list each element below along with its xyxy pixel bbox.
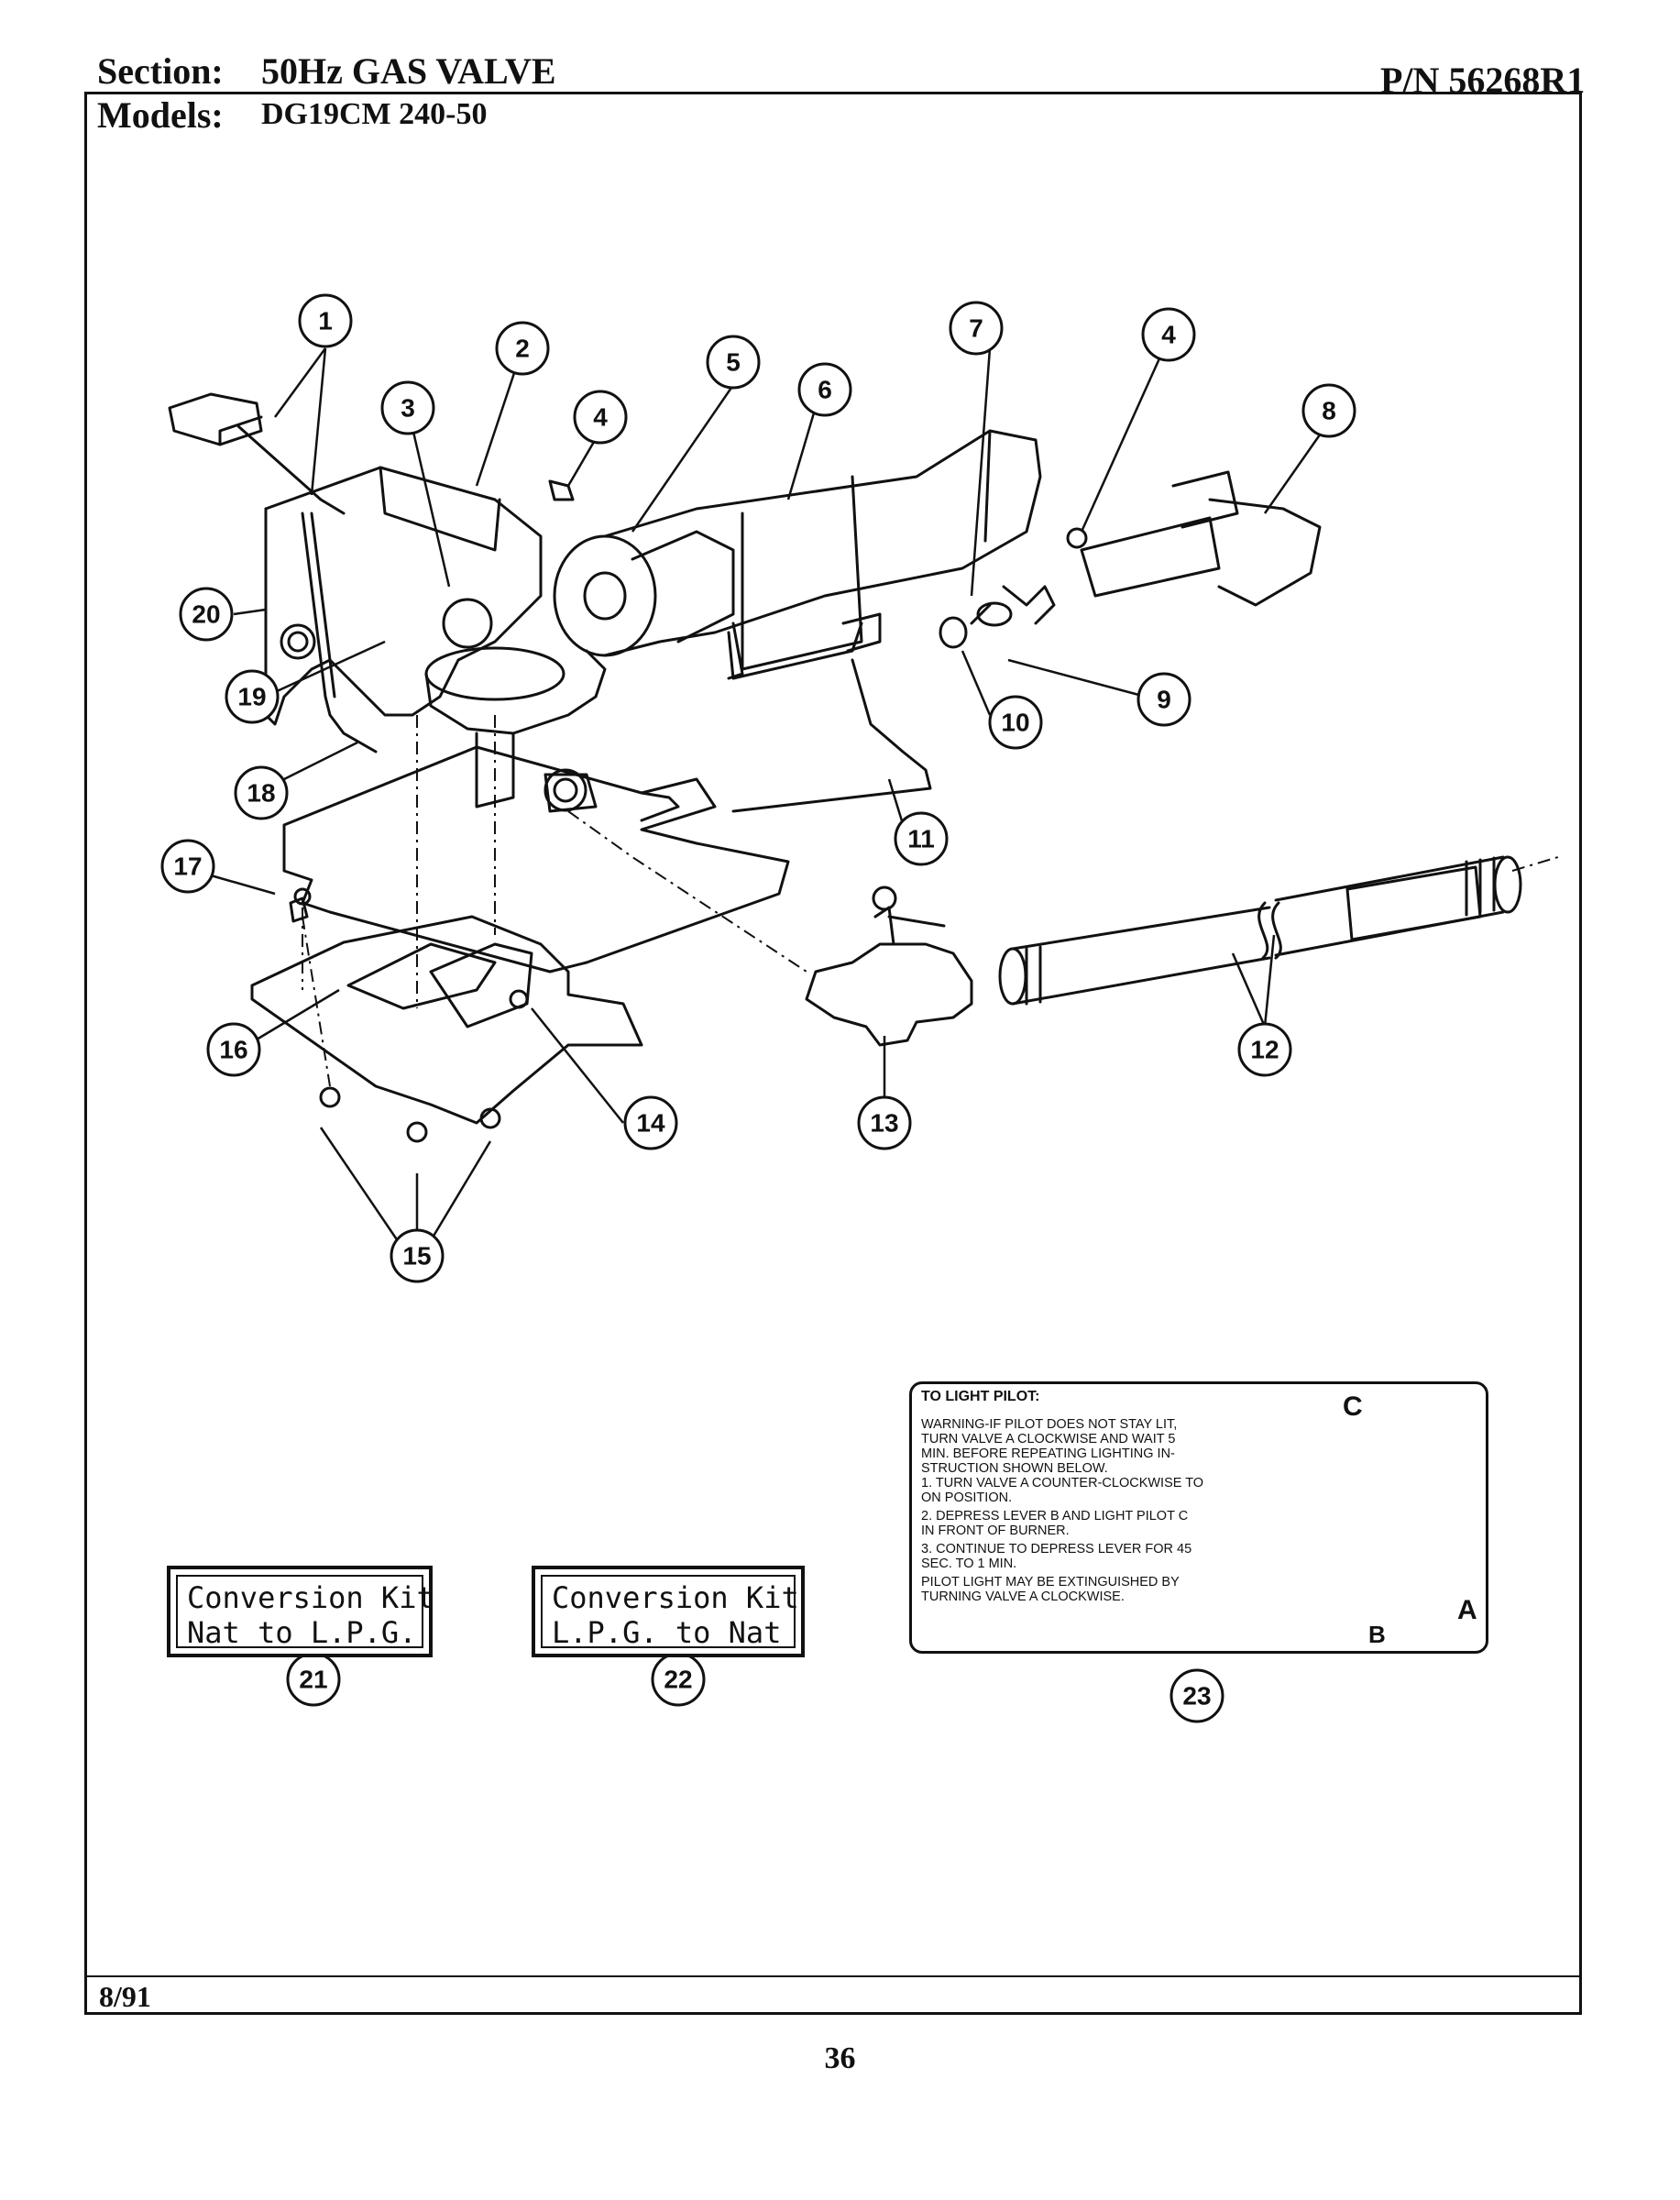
decal-step-1: 1. TURN VALVE A COUNTER-CLOCKWISE TO <box>921 1476 1204 1490</box>
decal-label-b: B <box>1368 1621 1386 1648</box>
callout-18: 18 <box>247 779 275 808</box>
callout-6: 6 <box>818 376 832 404</box>
conversion-kit-lpg-to-nat: Conversion Kit L.P.G. to Nat <box>532 1566 805 1657</box>
callout-14: 14 <box>636 1109 665 1138</box>
callout-21: 21 <box>299 1666 327 1694</box>
callout-3: 3 <box>401 394 415 423</box>
callout-19: 19 <box>237 683 266 711</box>
decal-text: TO LIGHT PILOT: WARNING-IF PILOT DOES NO… <box>921 1389 1279 1605</box>
decal-warning-line: WARNING-IF PILOT DOES NOT STAY LIT, <box>921 1417 1178 1432</box>
drawing-frame <box>84 92 1582 2015</box>
callout-1: 1 <box>318 307 333 336</box>
decal-step-2: 2. DEPRESS LEVER B AND LIGHT PILOT C <box>921 1509 1189 1524</box>
kit-line-1: Conversion Kit <box>187 1580 434 1615</box>
thermocouple <box>301 512 378 754</box>
section-value: 50Hz GAS VALVE <box>261 50 556 92</box>
lower-plate <box>250 915 643 1125</box>
page-number: 36 <box>824 2041 856 2075</box>
callout-10: 10 <box>1001 709 1029 737</box>
kit-line-2: Nat to L.P.G. <box>187 1615 417 1650</box>
decal-label-c: C <box>1343 1392 1363 1422</box>
decal-warning-line: TURN VALVE A CLOCKWISE AND WAIT 5 <box>921 1432 1176 1446</box>
callout-7: 7 <box>969 314 983 343</box>
kit-line-1: Conversion Kit <box>552 1580 799 1615</box>
callout-16: 16 <box>219 1036 247 1064</box>
kit-line-2: L.P.G. to Nat <box>552 1615 782 1650</box>
decal-warning-line: MIN. BEFORE REPEATING LIGHTING IN- <box>921 1446 1175 1461</box>
burner-tube <box>603 429 1042 657</box>
decal-step-1: ON POSITION. <box>921 1490 1013 1505</box>
decal-step-2: IN FRONT OF BURNER. <box>921 1524 1070 1538</box>
callout-5: 5 <box>726 348 741 377</box>
revision-date: 8/91 <box>99 1980 151 2013</box>
decal-title: TO LIGHT PILOT: <box>921 1389 1040 1404</box>
pilot-bracket <box>1080 516 1221 598</box>
conversion-kit-nat-to-lpg: Conversion Kit Nat to L.P.G. <box>167 1566 434 1657</box>
decal-step-3: SEC. TO 1 MIN. <box>921 1556 1017 1571</box>
callout-9: 9 <box>1157 686 1171 714</box>
inlet-pipe <box>1011 906 1271 1006</box>
decal-warning-line: STRUCTION SHOWN BELOW. <box>921 1461 1108 1476</box>
section-label: Section: <box>97 50 224 92</box>
decal-step-3: 3. CONTINUE TO DEPRESS LEVER FOR 45 <box>921 1542 1192 1556</box>
lighting-instruction-decal: TO LIGHT PILOT: WARNING-IF PILOT DOES NO… <box>909 1381 1488 1654</box>
callout-17: 17 <box>173 852 202 881</box>
callout-8: 8 <box>1322 397 1336 425</box>
decal-label-a: A <box>1457 1595 1477 1625</box>
pilot-tubing <box>731 658 932 813</box>
callout-11: 11 <box>907 825 935 853</box>
models-value: DG19CM 240-50 <box>261 97 488 131</box>
callout-15: 15 <box>402 1242 431 1270</box>
callout-23: 23 <box>1182 1682 1211 1710</box>
callout-4: 4 <box>593 403 608 432</box>
footer-rule <box>84 1975 1582 1977</box>
decal-note: PILOT LIGHT MAY BE EXTINGUISHED BY <box>921 1575 1180 1590</box>
callout-13: 13 <box>870 1109 898 1138</box>
callout-2: 2 <box>515 335 530 363</box>
decal-note: TURNING VALVE A CLOCKWISE. <box>921 1590 1125 1604</box>
callout-12: 12 <box>1250 1036 1279 1064</box>
shutoff-valve <box>805 942 973 1047</box>
gas-valve-body <box>264 466 543 726</box>
models-label: Models: <box>97 94 224 136</box>
callout-20: 20 <box>192 600 220 629</box>
callout-22: 22 <box>664 1666 692 1694</box>
callout-4: 4 <box>1161 321 1176 349</box>
